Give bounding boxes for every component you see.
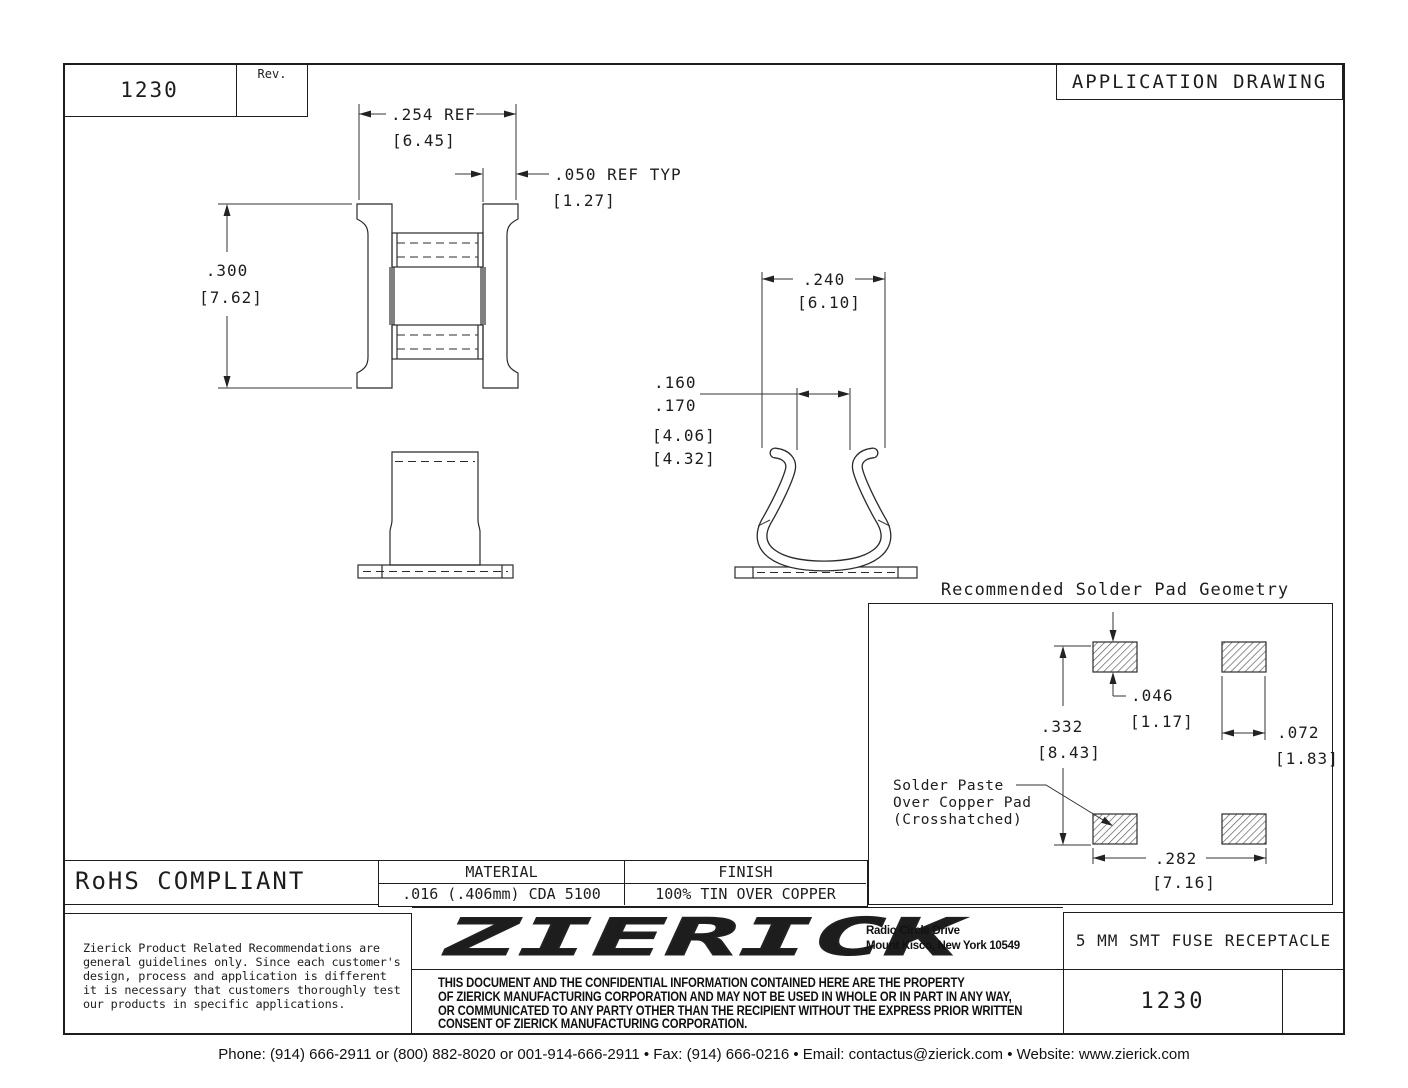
dim-side-gap-min-mm: [4.06]: [652, 426, 716, 445]
finish-header-cell: FINISH: [625, 861, 866, 884]
spec-table: MATERIAL FINISH .016 (.406mm) CDA 5100 1…: [378, 860, 868, 907]
dim-horizontal-span-in: .282: [1155, 849, 1198, 868]
solder-paste-note-line1: Solder Paste: [893, 778, 1004, 794]
legal-cell: THIS DOCUMENT AND THE CONFIDENTIAL INFOR…: [438, 976, 1078, 1035]
solder-pad-geometry: Recommended Solder Pad Geometry .046 [1.…: [892, 580, 1340, 894]
dim-side-gap: .160 .170 [4.06] [4.32]: [651, 372, 851, 470]
solder-paste-note-line2: Over Copper Pad: [893, 795, 1031, 811]
dim-top-pitch: .050 REF TYP [1.27]: [455, 164, 682, 212]
rohs-cell: RoHS COMPLIANT: [63, 860, 378, 905]
finish-header: FINISH: [718, 863, 773, 881]
rev-box: Rev.: [237, 63, 308, 117]
solder-pad: [1221, 641, 1267, 673]
dim-vertical-span-in: .332: [1041, 717, 1084, 736]
finish-value-cell: 100% TIN OVER COPPER: [625, 884, 866, 905]
legal-line: THIS DOCUMENT AND THE CONFIDENTIAL INFOR…: [438, 975, 965, 990]
dim-side-gap-min-in: .160: [654, 373, 697, 392]
top-view: [356, 203, 519, 389]
solder-pad-geometry-box: [868, 603, 1333, 905]
solder-pad: [1092, 813, 1138, 845]
dim-side-width-mm: [6.10]: [797, 293, 861, 312]
application-drawing-box: APPLICATION DRAWING: [1056, 63, 1343, 100]
legal-line: OF ZIERICK MANUFACTURING CORPORATION AND…: [438, 988, 1012, 1004]
material-header-cell: MATERIAL: [379, 861, 625, 884]
dim-top-width-mm: [6.45]: [392, 131, 456, 150]
dim-top-height: .300 [7.62]: [198, 203, 352, 389]
recommendations-box: Zierick Product Related Recommendations …: [63, 913, 412, 1035]
side-view: [734, 447, 918, 579]
solder-paste-note-line3: (Crosshatched): [893, 812, 1022, 828]
part-number-cell: 1230: [1063, 970, 1283, 1035]
dim-top-width: .254 REF [6.45]: [358, 104, 517, 200]
recommendations-line: Zierick Product Related Recommendations …: [83, 941, 380, 955]
dim-horizontal-span-mm: [7.16]: [1152, 873, 1216, 892]
part-title: 5 MM SMT FUSE RECEPTACLE: [1075, 931, 1332, 950]
dim-pad-width-in: .072: [1277, 723, 1320, 742]
material-header: MATERIAL: [465, 863, 538, 881]
part-number: 1230: [120, 78, 179, 102]
solder-pad: [1221, 813, 1267, 845]
doc-type-title: APPLICATION DRAWING: [1071, 71, 1328, 93]
dim-vertical-span-mm: [8.43]: [1037, 743, 1101, 762]
part-title-cell: 5 MM SMT FUSE RECEPTACLE: [1063, 912, 1343, 970]
dim-top-pitch-mm: [1.27]: [552, 191, 616, 210]
dim-side-width-in: .240: [803, 270, 846, 289]
title-block-part-number: 1230: [1140, 989, 1206, 1014]
logo-cell: [412, 907, 1063, 970]
dim-pad-width-mm: [1.83]: [1275, 749, 1339, 768]
company-address: Radio Circle Drive Mount Kisco, New York…: [866, 924, 1036, 954]
dim-side-gap-max-mm: [4.32]: [652, 449, 716, 468]
footer-contact: Phone: (914) 666-2911 or (800) 882-8020 …: [218, 1046, 1190, 1063]
sheet-border: [63, 63, 1345, 1035]
legal-line: OR COMMUNICATED TO ANY PARTY OTHER THAN …: [438, 1002, 1023, 1018]
address-line1: Radio Circle Drive: [866, 925, 960, 937]
legal-line: CONSENT OF ZIERICK MANUFACTURING CORPORA…: [438, 1016, 748, 1032]
part-number-box: 1230: [63, 63, 237, 117]
front-view: [357, 451, 514, 579]
dim-side-width: .240 [6.10]: [761, 269, 886, 448]
dim-pad-height-in: .046: [1131, 686, 1174, 705]
address-line2: Mount Kisco, New York 10549: [866, 940, 1020, 952]
recommendations-line: design, process and application is diffe…: [83, 968, 387, 983]
rohs-label: RoHS COMPLIANT: [75, 867, 306, 895]
finish-value: 100% TIN OVER COPPER: [655, 885, 836, 903]
dim-top-width-in: .254 REF: [391, 105, 476, 124]
material-value-cell: .016 (.406mm) CDA 5100: [379, 884, 625, 905]
solder-pad: [1092, 641, 1138, 673]
solder-pad-title: Recommended Solder Pad Geometry: [941, 580, 1289, 600]
company-logo: ZIERICK: [442, 908, 968, 968]
dim-pad-height-mm: [1.17]: [1130, 712, 1194, 731]
dim-top-pitch-in: .050 REF TYP: [554, 165, 682, 184]
recommendations-line: our products in specific applications.: [83, 996, 346, 1011]
material-value: .016 (.406mm) CDA 5100: [402, 885, 601, 903]
dim-side-gap-max-in: .170: [654, 396, 697, 415]
recommendations-line: general guidelines only. Since each cust…: [83, 954, 401, 969]
dim-top-height-in: .300: [206, 261, 249, 280]
recommendations-line: it is necessary that customers thoroughl…: [83, 982, 401, 997]
rev-label: Rev.: [257, 67, 287, 81]
dim-top-height-mm: [7.62]: [199, 288, 263, 307]
